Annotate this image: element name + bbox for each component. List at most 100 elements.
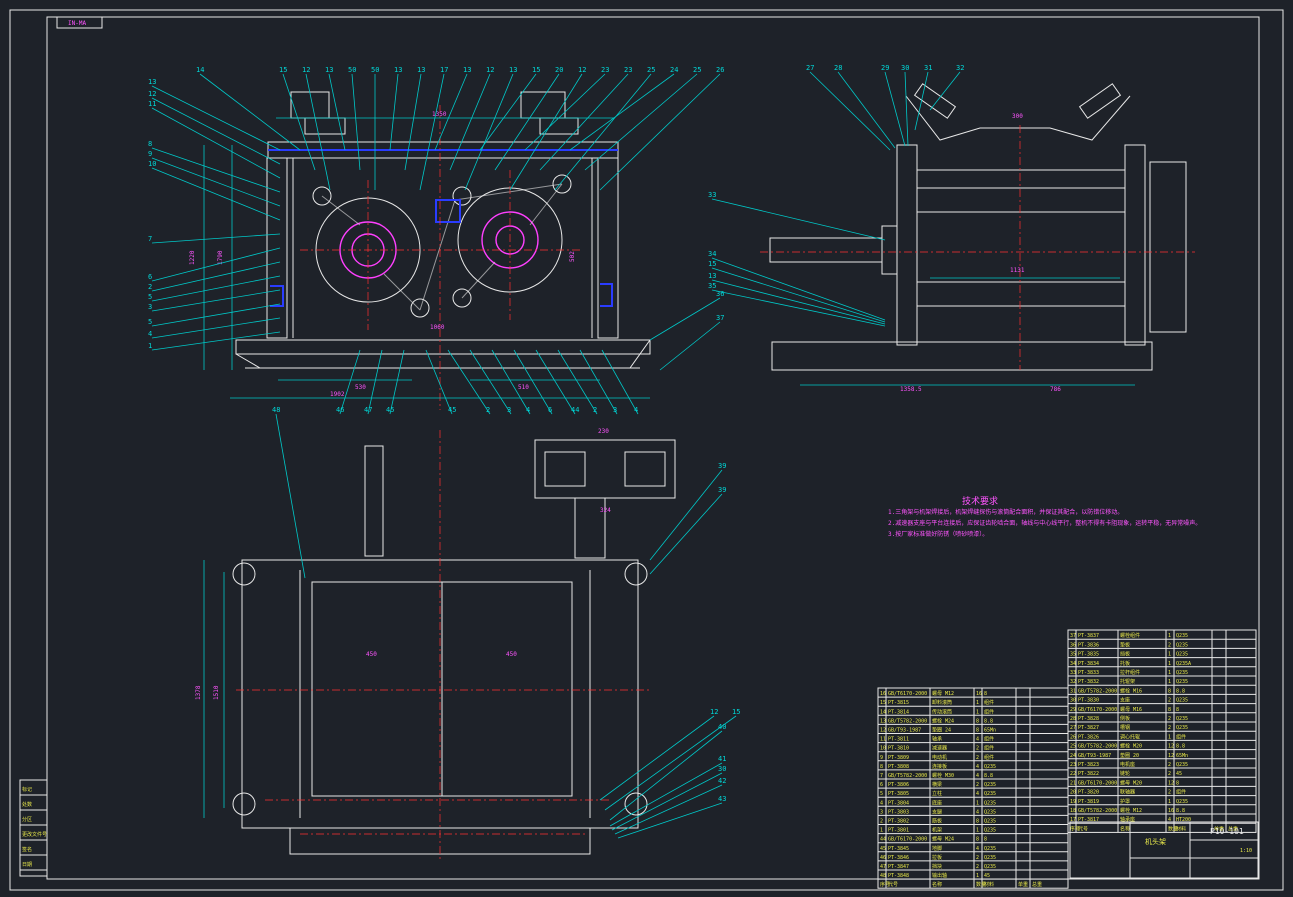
bom-header-cell: 名称 xyxy=(1120,825,1130,832)
technical-requirements: 技术要求 1.三角架与机架焊接后，机架焊缝探伤与滚筒配合面积，并保证其配合，以防… xyxy=(888,495,1201,538)
part-number-b-1: 28 xyxy=(834,64,842,72)
bom-cell: 18 xyxy=(1070,808,1076,814)
bom-cell: 15 xyxy=(880,700,886,706)
part-number-c-7: 30 xyxy=(718,765,726,773)
part-number-a-top-15: 23 xyxy=(601,66,609,74)
part-number-b-5: 32 xyxy=(956,64,964,72)
bom-cell: 2 xyxy=(976,864,979,870)
side-view-left-post xyxy=(896,144,918,346)
tech-req-item-3: 3.按厂家标准做好防锈（喷砂喷漆）。 xyxy=(888,530,988,538)
bom-cell: GB/T5782-2000 xyxy=(1078,744,1117,750)
bom-cell: 槽钢 xyxy=(1120,724,1130,731)
part-number-a-bot-11: 4 xyxy=(634,406,638,414)
bom-cell: 4 xyxy=(976,737,979,743)
bom-cell: 地脚 xyxy=(932,845,942,852)
bom-cell: 8 xyxy=(1176,707,1179,713)
part-number-a-bot-4: 2 xyxy=(486,406,490,414)
part-number-a-bot-6: 4 xyxy=(526,406,530,414)
bom-cell: 支座 xyxy=(1120,697,1130,704)
bom-cell: GB/T6170-2000 xyxy=(1078,780,1117,786)
bom-cell: 螺栓 M16 xyxy=(1120,687,1142,694)
part-number-b-9: 13 xyxy=(708,272,716,280)
bom-cell: 1 xyxy=(976,828,979,834)
bom-cell: 45 xyxy=(984,873,990,879)
revision-cell: 签名 xyxy=(22,846,32,853)
bom-cell: PT-3845 xyxy=(888,846,909,852)
bom-cell: 1 xyxy=(880,828,883,834)
part-number-a-bot-10: 3 xyxy=(613,406,617,414)
side-view xyxy=(760,83,1195,386)
bom-cell: PT-3820 xyxy=(1078,790,1099,796)
revision-cell: 更改文件号 xyxy=(22,831,47,838)
bom-cell: PT-3826 xyxy=(1078,734,1099,740)
bom-cell: GB/T93-1987 xyxy=(1078,753,1111,759)
dim-b-0: 1131 xyxy=(1010,267,1025,274)
bom-cell: 组件 xyxy=(1176,789,1186,796)
part-number-a-top-0: 14 xyxy=(196,66,204,74)
dim-a-6: 1060 xyxy=(430,324,445,331)
part-number-a-top-2: 12 xyxy=(302,66,310,74)
bom-cell: 8 xyxy=(984,691,987,697)
bom-cell: 轴承座 xyxy=(1120,816,1135,823)
dim-a-2: 1902 xyxy=(330,391,345,398)
part-number-c-0: 48 xyxy=(272,406,280,414)
part-number-a-top-16: 23 xyxy=(624,66,632,74)
part-number-b-12: 37 xyxy=(716,314,724,322)
bom-cell: 托辊架 xyxy=(1120,678,1135,685)
bom-cell: PT-3811 xyxy=(888,737,909,743)
bom-cell: 1 xyxy=(976,700,979,706)
bom-cell: 筋板 xyxy=(932,818,942,825)
dim-a-1: 1220 xyxy=(189,250,196,265)
bom-cell: 48 xyxy=(880,873,886,879)
bom-cell: GB/T5782-2000 xyxy=(888,773,927,779)
bom-cell: 螺母 M16 xyxy=(1120,706,1142,713)
revision-cell: 日期 xyxy=(22,862,32,868)
bom-cell: 2 xyxy=(976,746,979,752)
tech-req-item-2: 2.减速器支座与平台连接后，应保证齿轮啮合面，轴线与中心线平行，整机不得有卡阻现… xyxy=(888,519,1201,527)
bom-cell: Q235 xyxy=(984,864,996,870)
dim-c-0: 230 xyxy=(598,428,609,435)
side-view-shaft xyxy=(769,237,883,263)
part-number-c-5: 40 xyxy=(718,723,726,731)
part-number-a-top-8: 17 xyxy=(440,66,448,74)
bom-header-cell: 总重 xyxy=(1228,825,1238,832)
bom-cell: 8.8 xyxy=(1176,688,1185,694)
side-view-right-post xyxy=(1124,144,1146,346)
bom-cell: 垫圈 20 xyxy=(1120,752,1139,759)
bom-cell: GB/T5782-2000 xyxy=(888,718,927,724)
bom-cell: 2 xyxy=(1168,642,1171,648)
bom-cell: 46 xyxy=(880,855,886,861)
part-number-c-9: 43 xyxy=(718,795,726,803)
bom-cell: 45 xyxy=(880,846,886,852)
bom-header-cell: 总重 xyxy=(1032,881,1042,888)
part-number-a-left-12: 4 xyxy=(148,330,152,338)
bom-cell: 37 xyxy=(1070,633,1076,639)
bom-cell: 减速器 xyxy=(932,745,947,752)
part-number-c-8: 42 xyxy=(718,777,726,785)
part-number-a-left-11: 5 xyxy=(148,318,152,326)
part-number-a-top-12: 15 xyxy=(532,66,540,74)
bom-cell: 16 xyxy=(976,691,982,697)
part-number-b-4: 31 xyxy=(924,64,932,72)
bom-cell: Q235 xyxy=(1176,670,1188,676)
part-number-a-bot-3: 45 xyxy=(448,406,456,414)
bom-cell: 拉板 xyxy=(932,854,942,861)
bom-cell: 14 xyxy=(880,709,886,715)
part-number-a-top-9: 13 xyxy=(463,66,471,74)
right-side-frame xyxy=(597,157,619,339)
bom-cell: 1 xyxy=(1168,652,1171,658)
part-number-b-3: 30 xyxy=(901,64,909,72)
bom-cell: 垫圈 24 xyxy=(932,727,951,734)
bom-cell: 29 xyxy=(1070,707,1076,713)
bom-cell: 6 xyxy=(880,782,883,788)
part-number-c-1: 39 xyxy=(718,462,726,470)
left-side-frame xyxy=(266,157,288,339)
part-number-a-top-13: 20 xyxy=(555,66,563,74)
bom-cell: PT-3817 xyxy=(1078,817,1099,823)
bom-cell: 螺栓 M12 xyxy=(1120,807,1142,814)
bom-cell: 8 xyxy=(1168,707,1171,713)
bom-cell: 27 xyxy=(1070,725,1076,731)
tech-req-heading: 技术要求 xyxy=(962,495,998,507)
